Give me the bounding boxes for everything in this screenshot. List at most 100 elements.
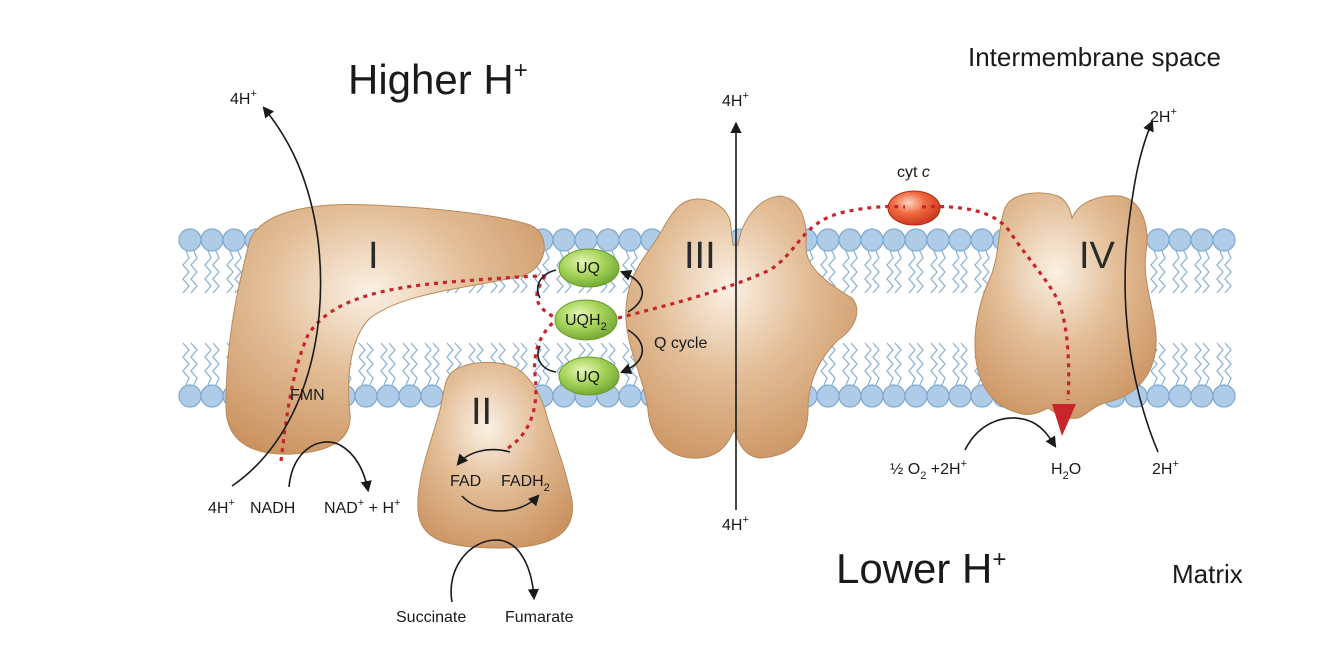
lipid-head [552,228,576,252]
lipid-tail [542,342,550,386]
complex-i-proton-bottom: 4H+ [208,497,235,517]
complex-ii-label: II [471,391,492,433]
lipid-head [618,228,642,252]
lipid-tail [894,342,902,386]
lipid-tail [542,250,550,294]
water-label: H2O [1051,461,1081,482]
lipid-tail [380,342,388,386]
lipid-tail [916,342,924,386]
lipid-tail [864,342,872,386]
lipid-tail [410,342,418,386]
lipid-head [1190,228,1214,252]
ubiquinone-bottom [558,356,620,396]
lipid-tail [952,342,960,386]
oxygen-label: ½ O2 +2H+ [890,458,967,482]
lipid-head [970,228,994,252]
lipid-head [1212,384,1236,408]
lipid-head [420,384,444,408]
uq-bottom-label: UQ [576,369,600,386]
lipid-tail [864,250,872,294]
lipid-tail [226,250,234,294]
complex-i-label: I [368,235,379,277]
lipid-tail [1158,342,1166,386]
q-cycle-label: Q cycle [654,335,707,352]
lipid-head [904,384,928,408]
complex-iii-proton-bottom: 4H+ [722,514,749,534]
lipid-tail [894,250,902,294]
lipid-tail [908,250,916,294]
higher-h-label: Higher H+ [348,56,528,103]
lipid-head [596,228,620,252]
ubiquinone-top [558,248,620,288]
lipid-tail [212,342,220,386]
intermembrane-label: Intermembrane space [968,42,1221,72]
lipid-tail [952,250,960,294]
lipid-head [860,384,884,408]
lipid-head [926,384,950,408]
nad-label: NAD+ + H+ [324,497,400,517]
q-cycle-arrow-upper [619,269,644,313]
higher-h-sup: + [514,57,528,84]
lipid-head [860,228,884,252]
lipid-tail [960,250,968,294]
lipid-tail [1216,250,1224,294]
uqh2-label: UQH2 [565,312,607,333]
lower-h-sup: + [992,546,1006,573]
lipid-head [904,228,928,252]
fad-cycle-arrow-bottom [461,494,540,512]
lipid-tail [842,250,850,294]
lipid-head [948,228,972,252]
uq-top-label: UQ [576,260,600,277]
complex-iii-label: III [684,235,716,277]
lipid-tail [388,342,396,386]
nadh-arrow [288,441,372,493]
lipid-head [178,228,202,252]
lipid-tail [190,250,198,294]
complex-iv-proton-top: 2H+ [1150,106,1177,126]
lipid-head [816,384,840,408]
lipid-tail [908,342,916,386]
lipid-tail [402,342,410,386]
lipid-tail [828,342,836,386]
lipid-tail [938,250,946,294]
cyt-c-label: cyt c [897,164,930,181]
lipid-tail [182,250,190,294]
lipid-tail [886,250,894,294]
lipid-tail [622,342,630,386]
oxygen-reduction-arrow [964,417,1057,451]
lipid-tail [1224,250,1232,294]
lipid-tail [850,250,858,294]
lipid-tail [938,342,946,386]
lipid-tail [1180,342,1188,386]
lipid-head [838,384,862,408]
complex-iii [625,195,858,459]
lipid-tail [182,342,190,386]
lipid-head [926,228,950,252]
lipid-tail [886,342,894,386]
electron-path [279,204,1076,462]
lipid-head [1190,384,1214,408]
succinate-arrow [450,539,539,603]
lipid-head [1212,228,1236,252]
lipid-tail [366,342,374,386]
lipid-head [838,228,862,252]
lipid-tail [872,342,880,386]
lipid-head [178,384,202,408]
lipid-tail [828,250,836,294]
complex-iii-proton-top: 4H+ [722,90,749,110]
lipid-head [222,228,246,252]
lipid-head [882,384,906,408]
lipid-head [200,384,224,408]
lipid-tail [1202,250,1210,294]
lipid-head [1168,384,1192,408]
fmn-label: FMN [290,387,325,404]
lipid-tail [930,342,938,386]
lipid-head [574,228,598,252]
lipid-tail [930,250,938,294]
uq-left-arrow-lower [537,345,557,373]
complex-i-proton-top: 4H+ [230,88,257,108]
complex-i [225,204,545,455]
succinate-label: Succinate [396,609,466,626]
electron-path-arrowhead [1052,404,1076,436]
lipid-head [816,228,840,252]
